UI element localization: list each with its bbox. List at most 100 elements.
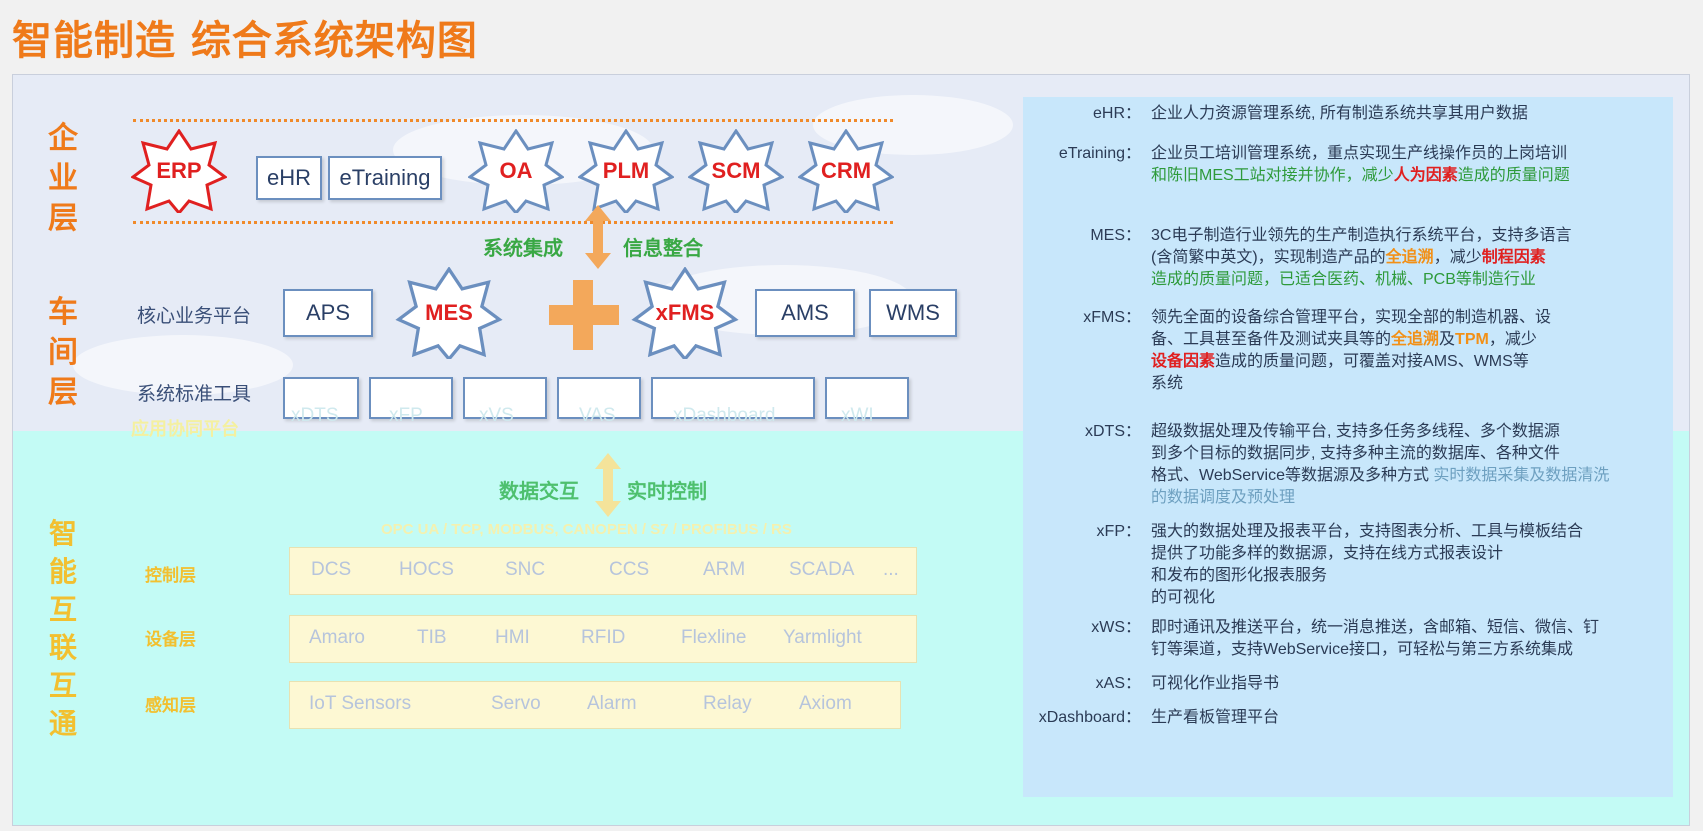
sensor-item-3[interactable]: Alarm xyxy=(587,693,637,714)
desc-xfp-line4: 的可视化 xyxy=(1151,589,1216,606)
sensor-item-4[interactable]: Relay xyxy=(703,693,752,714)
desc-xfms-key: xFMS： xyxy=(1083,309,1141,326)
control-item-3[interactable]: SNC xyxy=(505,559,546,580)
desc-xws-key: xWS： xyxy=(1091,619,1141,636)
equipment-item-5[interactable]: Flexline xyxy=(681,627,747,648)
equipment-item-6[interactable]: Yarmlight xyxy=(783,627,862,648)
equipment-item-3[interactable]: HMI xyxy=(495,627,530,648)
desc-xfp-key: xFP： xyxy=(1096,523,1141,540)
layer-label-enterprise: 企业层 xyxy=(48,121,78,236)
connector-right-text: 信息整合 xyxy=(623,238,703,260)
connector-left-text: 系统集成 xyxy=(483,238,563,260)
desc-xfms-hl3: 设备因素 xyxy=(1151,353,1216,370)
system-crm[interactable]: CRM xyxy=(797,128,895,216)
control-item-1[interactable]: DCS xyxy=(311,559,352,580)
tool-xdts-label: xDTS xyxy=(291,405,339,426)
system-ehr-label: eHR xyxy=(266,165,311,190)
desc-xas-text: 可视化作业指导书 xyxy=(1151,675,1280,692)
desc-ehr: eHR： 企业人力资源管理系统, 所有制造系统共享其用户数据 xyxy=(1093,103,1661,125)
control-item-7: ... xyxy=(883,559,899,580)
desc-xfp: xFP： 强大的数据处理及报表平台，支持图表分析、工具与模板结合 提供了功能多样… xyxy=(1097,521,1661,609)
enterprise-bottom-line xyxy=(133,221,893,224)
tool-xwi-label: xWI xyxy=(841,405,874,426)
desc-xfms-hl2: TPM xyxy=(1455,331,1489,348)
system-etraining[interactable]: eTraining xyxy=(328,156,442,200)
control-item-6[interactable]: SCADA xyxy=(789,559,855,580)
system-oa[interactable]: OA xyxy=(467,128,565,216)
equipment-item-4[interactable]: RFID xyxy=(581,627,626,648)
sensor-item-1[interactable]: IoT Sensors xyxy=(309,693,412,714)
control-item-4[interactable]: CCS xyxy=(609,559,650,580)
desc-xfms-line2: 备、工具甚至备件及测试夹具等的全追溯及TPM，减少 xyxy=(1151,329,1661,351)
double-arrow-icon xyxy=(585,205,611,269)
system-ams-label: AMS xyxy=(781,300,829,325)
system-crm-label: CRM xyxy=(820,158,872,183)
workshop-row1-label: 核心业务平台 xyxy=(137,306,252,327)
desc-etraining-hl: 人为因素 xyxy=(1393,167,1458,184)
desc-xfms: xFMS： 领先全面的设备综合管理平台，实现全部的制造机器、设 备、工具甚至备件… xyxy=(1083,307,1661,395)
desc-xfp-line3: 和发布的图形化报表服务 xyxy=(1151,567,1328,584)
layer-label-workshop: 车间层 xyxy=(48,295,78,410)
system-erp[interactable]: ERP xyxy=(130,128,228,216)
system-scm[interactable]: SCM xyxy=(687,128,785,216)
equipment-item-1[interactable]: Amaro xyxy=(309,627,365,648)
page-title: 智能制造 综合系统架构图 xyxy=(12,18,478,64)
desc-mes-key: MES： xyxy=(1090,227,1141,244)
desc-etraining-line1: 企业员工培训管理系统，重点实现生产线操作员的上岗培训 xyxy=(1151,145,1568,162)
desc-mes: MES： 3C电子制造行业领先的生产制造执行系统平台，支持多语言 (含简繁中英文… xyxy=(1090,225,1661,291)
sensor-item-2[interactable]: Servo xyxy=(491,693,541,714)
tool-xvs[interactable] xyxy=(463,377,547,419)
tool-xdts[interactable] xyxy=(283,377,359,419)
desc-xdts: xDTS： 超级数据处理及传输平台, 支持多任务多线程、多个数据源 到多个目标的… xyxy=(1085,421,1661,509)
desc-xfms-line3: 设备因素造成的质量问题，可覆盖对接AMS、WMS等 xyxy=(1151,351,1661,373)
enterprise-top-line xyxy=(133,119,893,122)
system-ams[interactable]: AMS xyxy=(755,289,855,337)
equipment-item-2[interactable]: TIB xyxy=(417,627,447,648)
desc-etraining-line2b: 造成的质量问题 xyxy=(1457,167,1570,184)
layer-label-interconnect: 智能互联互通 xyxy=(48,517,77,740)
desc-mes-hl2: 制程因素 xyxy=(1481,249,1546,266)
desc-etraining: eTraining： 企业员工培训管理系统，重点实现生产线操作员的上岗培训 和陈… xyxy=(1059,143,1661,187)
tool-vas[interactable] xyxy=(557,377,641,419)
system-xfms[interactable]: xFMS xyxy=(629,266,741,362)
tool-xfp[interactable] xyxy=(369,377,453,419)
tool-xdashboard-label: xDashboard xyxy=(673,405,776,426)
desc-xws-line1: 即时通讯及推送平台，统一消息推送，含邮箱、短信、微信、钉 xyxy=(1151,619,1600,636)
control-item-5[interactable]: ARM xyxy=(703,559,746,580)
equipment-layer-label: 设备层 xyxy=(145,630,196,649)
description-panel xyxy=(1023,97,1673,797)
desc-etraining-line2a: 和陈旧MES工站对接并协作，减少 xyxy=(1151,167,1394,184)
system-ehr[interactable]: eHR xyxy=(256,156,322,200)
tool-xdashboard[interactable] xyxy=(651,377,815,419)
connector2-left-text: 数据交互 xyxy=(499,481,579,503)
desc-mes-hl1: 全追溯 xyxy=(1385,249,1434,266)
control-item-2[interactable]: HOCS xyxy=(399,559,454,580)
system-aps[interactable]: APS xyxy=(283,289,373,337)
desc-xfms-line3a: 造成的质量问题，可覆盖对接AMS、WMS等 xyxy=(1215,353,1529,370)
control-layer-label: 控制层 xyxy=(145,566,196,585)
system-oa-label: OA xyxy=(499,158,533,183)
desc-xdashboard: xDashboard： 生产看板管理平台 xyxy=(1039,707,1661,729)
tool-xwi[interactable] xyxy=(825,377,909,419)
architecture-panel: 企业层 ERP eHR eTraining OA PLM SCM CRM 系统集… xyxy=(12,74,1690,826)
desc-xdts-line3: 格式、WebService等数据源及多种方式 实时数据采集及数据清洗 xyxy=(1151,465,1661,487)
desc-xfp-line1: 强大的数据处理及报表平台，支持图表分析、工具与模板结合 xyxy=(1151,523,1584,540)
sensor-layer-label: 感知层 xyxy=(145,696,196,715)
system-xfms-label: xFMS xyxy=(655,300,715,325)
desc-mes-line2b: ，减少 xyxy=(1433,249,1482,266)
desc-xdts-line2: 到多个目标的数据同步, 支持多种主流的数据库、各种文件 xyxy=(1151,445,1560,462)
tool-xvs-label: xVS xyxy=(479,405,514,426)
desc-etraining-line2: 和陈旧MES工站对接并协作，减少人为因素造成的质量问题 xyxy=(1151,165,1661,187)
workshop-row3-label: 应用协同平台 xyxy=(131,419,239,439)
desc-xfms-line2c: ，减少 xyxy=(1488,331,1537,348)
desc-xfms-hl1: 全追溯 xyxy=(1391,331,1440,348)
system-wms-box[interactable]: WMS xyxy=(869,289,957,337)
system-mes[interactable]: MES xyxy=(393,266,505,362)
system-aps-label: APS xyxy=(305,300,351,325)
desc-mes-line2: (含简繁中英文)，实现制造产品的全追溯，减少制程因素 xyxy=(1151,247,1661,269)
sensor-item-5[interactable]: Axiom xyxy=(799,693,852,714)
connector2-right-text: 实时控制 xyxy=(627,481,707,503)
system-plm[interactable]: PLM xyxy=(577,128,675,216)
plus-icon xyxy=(549,280,619,350)
desc-ehr-text: 企业人力资源管理系统, 所有制造系统共享其用户数据 xyxy=(1151,105,1528,122)
